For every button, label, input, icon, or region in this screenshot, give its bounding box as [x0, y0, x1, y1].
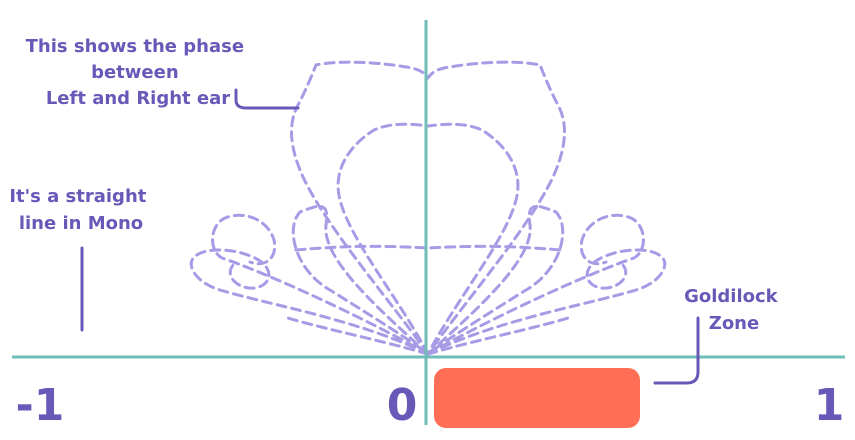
pattern-outer-lobe: [290, 60, 566, 356]
phase-note-leader: [234, 88, 300, 110]
phase-note-line-2: between: [91, 62, 179, 83]
zone-note: Goldilock Zone: [684, 286, 784, 334]
zone-note-leader: [653, 316, 700, 385]
zone-note-line-2: Zone: [709, 313, 759, 334]
pattern-middle-lobe: [336, 122, 520, 356]
pattern-low-fan-right: [426, 316, 570, 356]
tick-label-right: 1: [814, 380, 845, 431]
pattern-side-ear-left: [189, 248, 430, 356]
pattern-inner-loop-right: [426, 204, 565, 356]
mono-note-line-2: line in Mono: [19, 213, 143, 234]
phase-note-line-3: Left and Right ear: [46, 88, 230, 109]
pattern-inner-loop-left: [291, 204, 430, 356]
pattern-low-fan-left: [286, 316, 430, 356]
phase-note-line-1: This shows the phase: [26, 36, 244, 57]
mono-note-line-1: It's a straight: [9, 186, 146, 207]
goldilock-zone-bar: [434, 368, 640, 428]
pattern-cross-band: [294, 244, 562, 252]
mono-note: It's a straight line in Mono: [9, 186, 152, 234]
phase-note: This shows the phase between Left and Ri…: [26, 36, 251, 109]
zone-note-line-1: Goldilock: [684, 286, 779, 307]
tick-label-center: 0: [387, 380, 418, 431]
tick-label-left: -1: [16, 380, 65, 431]
phase-pattern: [189, 60, 667, 356]
pattern-side-ear-right: [426, 248, 667, 356]
pattern-upper-ear-right: [426, 213, 645, 356]
pattern-upper-ear-left: [211, 213, 430, 356]
